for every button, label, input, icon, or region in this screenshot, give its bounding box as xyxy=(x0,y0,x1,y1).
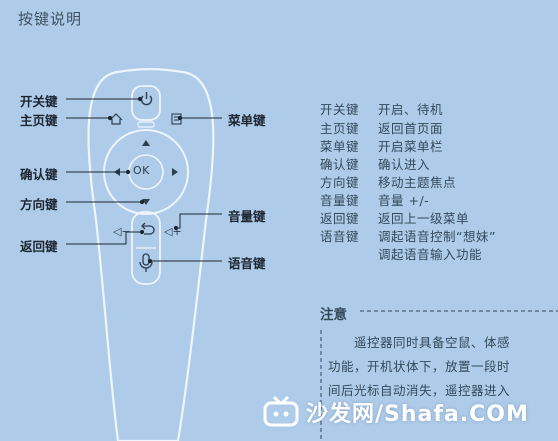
page-title: 按键说明 xyxy=(18,10,83,28)
desc-row: 确认键确认进入 xyxy=(320,157,431,172)
arrow-up-icon xyxy=(142,140,150,146)
desc-row: 语音键调起语音控制“想妹” xyxy=(320,229,496,244)
arrow-down-icon xyxy=(142,199,150,205)
callout-home: 主页键 xyxy=(20,113,58,128)
watermark: 沙发网/Shafa.COM xyxy=(262,392,529,432)
power-icon xyxy=(140,92,153,106)
tv-logo-icon xyxy=(263,395,299,427)
callout-back: 返回键 xyxy=(20,239,58,254)
callout-line-volume xyxy=(176,213,222,229)
note-line: 遥控器同时具备空鼠、体感 xyxy=(354,335,511,350)
desc-row: 返回键返回上一级菜单 xyxy=(320,211,470,226)
desc-extra-line: 调起语音输入功能 xyxy=(378,247,483,262)
center-indicator xyxy=(137,121,155,128)
ok-button-label: OK xyxy=(133,164,150,177)
callout-voice: 语音键 xyxy=(228,256,266,271)
desc-row: 菜单键开启菜单栏 xyxy=(320,139,444,154)
note-line: 功能，开机状体下，放置一段时 xyxy=(328,359,511,374)
desc-row: 方向键移动主题焦点 xyxy=(320,175,457,190)
lower-button-pill xyxy=(131,211,161,285)
note-border xyxy=(360,310,558,312)
desc-row: 开关键开启、待机 xyxy=(320,102,444,117)
watermark-text: 沙发网/Shafa.COM xyxy=(306,402,529,427)
callout-line-back xyxy=(66,231,142,245)
callout-ok: 确认键 xyxy=(20,167,58,182)
desc-row: 主页键返回首页面 xyxy=(320,121,444,136)
note-left-border xyxy=(320,330,322,441)
note-line: 间后光标自动消失，遥控器进入 xyxy=(328,383,511,398)
remote-body xyxy=(87,67,215,441)
callout-volume: 音量键 xyxy=(228,209,266,224)
callout-menu: 菜单键 xyxy=(228,113,266,128)
volume-plus-label: ◁+ xyxy=(164,225,182,238)
back-icon xyxy=(141,222,155,235)
desc-row: 音量键音量 +/- xyxy=(320,193,430,208)
callout-direction: 方向键 xyxy=(20,197,58,212)
volume-minus-label: ◁− xyxy=(113,225,131,238)
note-title: 注意 xyxy=(320,307,347,323)
callout-power: 开关键 xyxy=(20,94,58,109)
power-button-pill xyxy=(131,85,161,121)
arrow-right-icon xyxy=(172,168,178,176)
